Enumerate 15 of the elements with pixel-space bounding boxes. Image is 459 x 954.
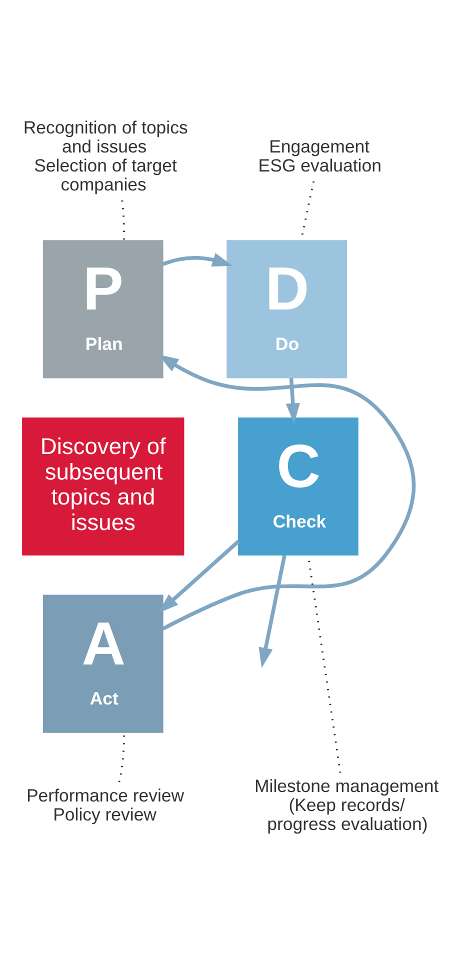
arrow <box>162 252 233 267</box>
arrow <box>258 554 286 668</box>
node-text: Milestone management (Keep records/ progress evaluation) <box>254 776 439 834</box>
arrow <box>158 354 416 630</box>
connector <box>118 732 125 782</box>
arrow <box>158 540 240 614</box>
node-text: Recognition of topics and issues Selection of target companies <box>23 117 188 194</box>
node-box: Discovery of subsequent topics and issues <box>22 417 184 556</box>
node-box: C Check <box>238 417 358 556</box>
node-box: D Do <box>226 240 347 378</box>
arrow <box>286 378 300 424</box>
node-text: Engagement ESG evaluation <box>258 136 382 176</box>
node-box: A Act <box>42 594 164 733</box>
node-box: P Plan <box>42 240 164 378</box>
node-text: Performance review Policy review <box>26 786 184 825</box>
